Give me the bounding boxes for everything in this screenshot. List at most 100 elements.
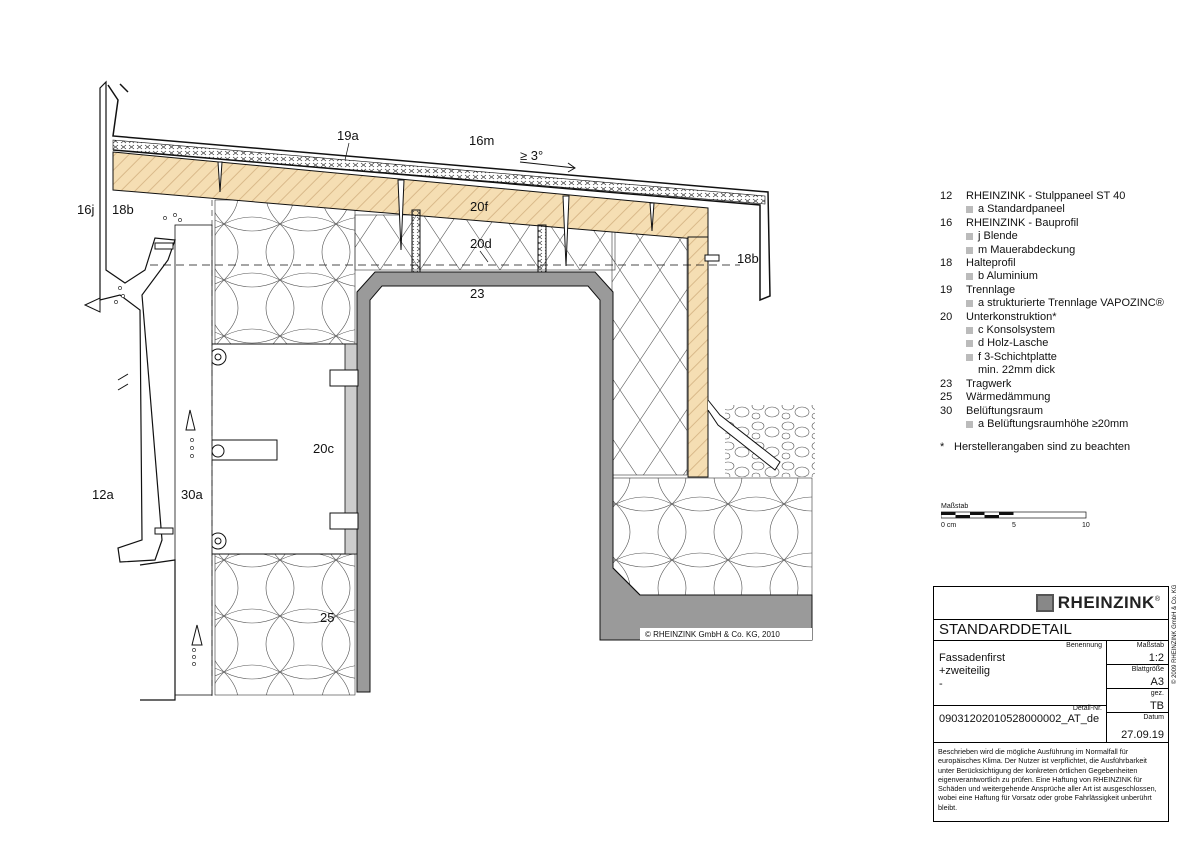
label-30a: 30a bbox=[181, 487, 203, 502]
legend-subitem-text: b Aluminium bbox=[978, 270, 1038, 283]
legend-subitem-text: m Mauerabdeckung bbox=[978, 243, 1076, 256]
datum-cell: Datum 27.09.19 bbox=[1106, 713, 1168, 741]
scale-tick-0: 0 cm bbox=[941, 522, 957, 529]
airflow-dots bbox=[114, 213, 196, 666]
separation-layer bbox=[112, 139, 766, 205]
label-20d: 20d bbox=[470, 236, 492, 251]
label-20c: 20c bbox=[313, 441, 334, 456]
label-18b-right: 18b bbox=[737, 251, 759, 266]
legend-item-number: 23 bbox=[940, 377, 953, 390]
legend-square-icon bbox=[966, 273, 973, 281]
legend-item-number: 25 bbox=[940, 391, 953, 404]
label-19a: 19a bbox=[337, 128, 359, 143]
datum-value: 27.09.19 bbox=[1121, 729, 1164, 741]
detail-nr-key: Detail-Nr. bbox=[1072, 705, 1102, 712]
legend-item-text: Belüftungsraum bbox=[966, 404, 1044, 417]
legend-continuation: min. 22mm dick bbox=[978, 364, 1056, 377]
legend-subitem: c Konsolsystem bbox=[940, 324, 1180, 337]
title-block: RHEINZINK® STANDARDDETAIL Benennung Fass… bbox=[933, 586, 1169, 822]
blattgroesse-value: A3 bbox=[1150, 676, 1164, 688]
datum-key: Datum bbox=[1143, 714, 1164, 721]
gez-key: gez. bbox=[1150, 690, 1164, 697]
legend-subitem: d Holz-Lasche bbox=[940, 337, 1180, 350]
gez-value: TB bbox=[1149, 700, 1164, 712]
legend-item: 23 Tragwerk bbox=[940, 378, 1180, 391]
legend-item-text: Unterkonstruktion* bbox=[966, 310, 1057, 323]
legend-item-number: 18 bbox=[940, 257, 953, 270]
legend-square-icon bbox=[966, 206, 973, 214]
roof-flashing bbox=[612, 399, 781, 596]
legend-note: *Herstellerangaben sind zu beachten bbox=[940, 441, 1180, 454]
label-16j: 16j bbox=[77, 202, 94, 217]
legend-square-icon bbox=[966, 420, 973, 428]
legend-subitem-text: c Konsolsystem bbox=[978, 324, 1056, 337]
detail-nr-value: 09031202010528000002_AT_de bbox=[939, 713, 1100, 725]
legend-item-number: 12 bbox=[940, 190, 953, 202]
legend-item: 16 RHEINZINK - Bauprofil bbox=[940, 217, 1180, 230]
legend-item-number: 20 bbox=[940, 310, 953, 323]
brand-name: RHEINZINK bbox=[1057, 593, 1155, 612]
legend-square-icon bbox=[966, 340, 973, 348]
legend-subitem-text: j Blende bbox=[978, 230, 1018, 243]
label-20f: 20f bbox=[470, 199, 488, 214]
gez-cell: gez. TB bbox=[1106, 689, 1168, 713]
title-grid: Benennung Fassadenfirst +zweiteilig - De… bbox=[934, 641, 1168, 743]
wall-coping bbox=[107, 83, 771, 302]
drawing-copyright: © RHEINZINK GmbH & Co. KG, 2010 bbox=[645, 630, 780, 639]
legend-square-icon bbox=[966, 327, 973, 335]
legend-item: 12 RHEINZINK - Stulppaneel ST 40 bbox=[940, 190, 1180, 203]
label-25: 25 bbox=[320, 610, 334, 625]
three-layer-plate bbox=[112, 151, 709, 478]
scale-bar: Maßstab 0 cm 5 10 bbox=[940, 503, 1091, 532]
legend-item-number: 16 bbox=[940, 216, 953, 229]
sheet-type: STANDARDDETAIL bbox=[934, 620, 1168, 641]
disclaimer: Beschrieben wird die mögliche Ausführung… bbox=[938, 747, 1157, 812]
legend-note-mark: * bbox=[940, 441, 945, 454]
legend-item: 18 Halteprofil bbox=[940, 257, 1180, 270]
legend-subitem: f 3-Schichtplatte bbox=[940, 351, 1180, 364]
brand-mark-icon bbox=[1035, 594, 1054, 612]
legend-subitem: j Blende bbox=[940, 230, 1180, 243]
legend-square-icon bbox=[966, 353, 973, 361]
facade-panel-lower bbox=[139, 559, 176, 701]
legend-subitem-text: a strukturierte Trennlage VAPOZINC® bbox=[978, 297, 1164, 310]
legend-item-text: Tragwerk bbox=[966, 377, 1012, 390]
benennung-value: Fassadenfirst +zweiteilig - bbox=[939, 652, 1005, 691]
airflow-arrows bbox=[83, 161, 576, 646]
legend-item: 19 Trennlage bbox=[940, 284, 1180, 297]
section-drawing: 19a 16m ≥ 3° 20f 20d 23 16j 18b 18b 20c … bbox=[77, 80, 815, 701]
benennung-line-2: +zweiteilig bbox=[939, 665, 991, 677]
vertical-copyright: © 2009 RHEINZINK GmbH & Co. KG bbox=[1172, 584, 1178, 684]
legend-item-text: Trennlage bbox=[966, 283, 1016, 296]
legend-subitem-text: a Standardpaneel bbox=[978, 203, 1065, 216]
facade-panel bbox=[99, 80, 176, 563]
legend-square-icon bbox=[966, 246, 973, 254]
benennung-key: Benennung bbox=[1066, 642, 1102, 649]
label-12a: 12a bbox=[92, 487, 114, 502]
legend-subitem-text: f 3-Schichtplatte bbox=[978, 350, 1057, 363]
legend-item-text: Halteprofil bbox=[966, 257, 1016, 270]
legend-item-number: 19 bbox=[940, 283, 953, 296]
screws bbox=[154, 161, 720, 535]
brand-logo: RHEINZINK® bbox=[934, 587, 1168, 620]
brand-registered: ® bbox=[1154, 595, 1160, 603]
legend-square-icon bbox=[966, 300, 973, 308]
legend-subitem-text: a Belüftungsraumhöhe ≥20mm bbox=[978, 417, 1129, 430]
bracket-system bbox=[204, 343, 359, 555]
legend-item-text: RHEINZINK - Stulppaneel ST 40 bbox=[966, 190, 1126, 202]
scale-title: Maßstab bbox=[941, 503, 969, 510]
legend-item-text: RHEINZINK - Bauprofil bbox=[966, 216, 1079, 229]
legend-subitem: a strukturierte Trennlage VAPOZINC® bbox=[940, 297, 1180, 310]
legend-item: 20 Unterkonstruktion* bbox=[940, 311, 1180, 324]
ventilation-batten bbox=[174, 200, 213, 700]
label-slope: ≥ 3° bbox=[520, 148, 543, 163]
legend-subitem: a Standardpaneel bbox=[940, 203, 1180, 216]
title-left: Benennung Fassadenfirst +zweiteilig - De… bbox=[934, 641, 1107, 742]
scale-tick-10: 10 bbox=[1082, 522, 1090, 529]
